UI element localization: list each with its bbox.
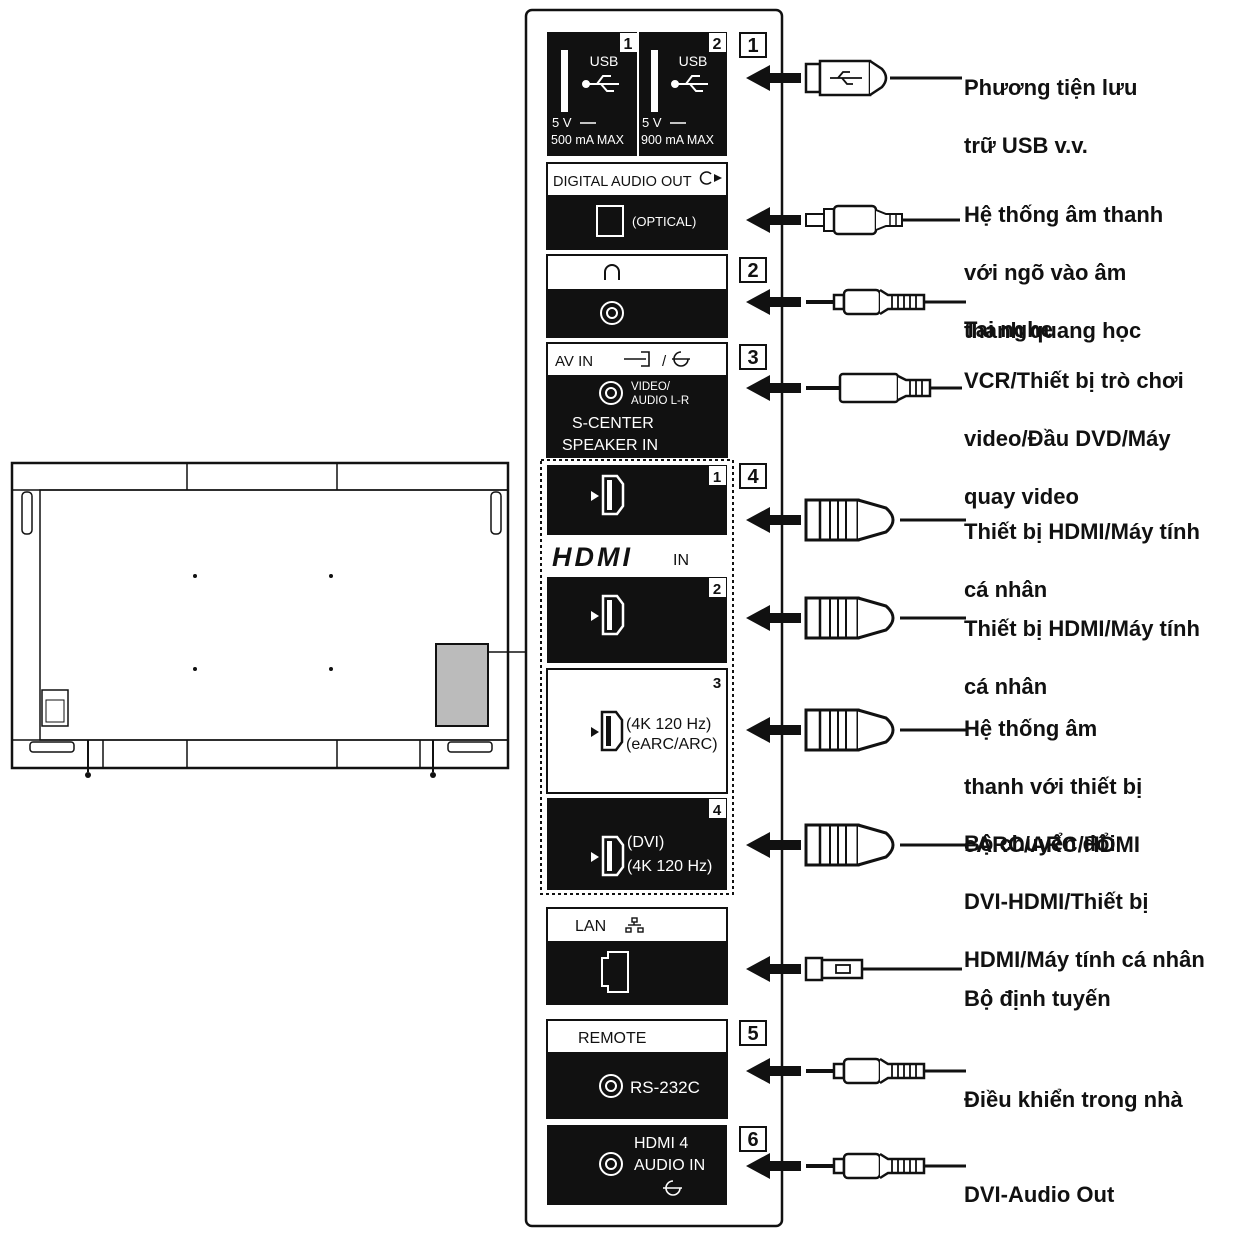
speaker-in-label: SPEAKER IN [562,437,658,454]
hdmi4-number: 4 [713,802,722,819]
svg-text:/: / [662,353,667,370]
callout-1: 1 [739,32,767,58]
optical-label: (OPTICAL) [632,214,696,229]
hdmi4-spec1: (DVI) [627,834,664,851]
network-icon [625,917,644,933]
callout-4: 4 [739,463,767,489]
usb1-number: 1 [624,36,633,53]
hdmi-port-4: 4 (DVI) (4K 120 Hz) [547,798,727,890]
label-usb-storage: Phương tiện lưu trữ USB v.v. [964,75,1138,158]
hdmi4-audio-line2: AUDIO IN [634,1157,705,1174]
headphone-port [546,254,728,338]
hdmi1-number: 1 [713,469,721,486]
optical-plug-icon [805,204,960,236]
usb1-label: USB [590,53,619,69]
headphone-plug-icon [804,288,968,316]
av-plug-icon [806,372,962,404]
callouts: 1 2 3 4 5 6 [739,32,767,1152]
usb1-voltage: 5 V [552,115,572,130]
tv-rear-view [10,461,526,778]
hdmi-group: 1 HDMI IN 2 3 (4K 120 Hz) (eARC/ARC) [540,459,734,895]
hdmi-plug-icon [804,596,968,640]
av-video-label: VIDEO/ [631,381,671,393]
av-in-port: AV IN / VIDEO/ AUDIO L-R S-CENTER SPEAKE… [546,342,728,458]
remote-plug-icon [804,1057,968,1085]
input-icon [663,1180,682,1196]
svg-text:6: 6 [747,1129,758,1151]
remote-header: REMOTE [578,1030,646,1047]
hdmi-port-3: 3 (4K 120 Hz) (eARC/ARC) [546,668,728,794]
svg-text:1: 1 [747,35,758,57]
hdmi-in-label: IN [673,552,689,569]
hdmi-logo: HDMI [552,542,633,572]
digital-audio-header: DIGITAL AUDIO OUT [553,174,692,190]
callout-6: 6 [739,1126,767,1152]
callout-5: 5 [739,1020,767,1046]
hdmi-plug-icon [804,708,968,752]
callout-2: 2 [739,257,767,283]
hdmi-plug-icon [804,498,968,542]
label-dvi-hdmi-adapter: Bộ chuyển đổi DVI-HDMI/Thiết bị HDMI/Máy… [964,831,1205,972]
usb2-current: 900 mA MAX [641,133,715,147]
usb2-label: USB [679,53,708,69]
input-icon: / [624,351,690,370]
hdmi-plug-icon [804,823,968,867]
hdmi-port-1: 1 [547,465,727,535]
usb-icon [582,75,708,92]
callout-3: 3 [739,344,767,370]
usb2-number: 2 [713,36,722,53]
label-router: Bộ định tuyến [964,986,1111,1011]
hdmi-port-2: 2 [547,577,727,663]
hdmi4-audio-in-port: HDMI 4 AUDIO IN [547,1125,727,1205]
remote-port: REMOTE RS-232C [546,1019,728,1119]
svg-text:4: 4 [747,466,759,488]
lan-plug-icon [804,956,962,982]
terminal-panel: 1 2 USB USB 5 V 5 V 500 mA MAX 900 mA MA… [524,8,784,1228]
av-audio-label: AUDIO L-R [631,395,689,407]
label-hdmi-device-2: Thiết bị HDMI/Máy tính cá nhân [964,616,1200,699]
label-earc-audio-system: Hệ thống âm thanh với thiết bị eARC/ARC/… [964,716,1143,857]
svg-text:2: 2 [747,260,758,282]
lan-port: LAN [546,907,728,1005]
s-center-label: S-CENTER [572,415,654,432]
audio-plug-icon [804,1152,968,1180]
svg-text:3: 3 [747,347,758,369]
label-headphones: Tai nghe [964,317,1053,342]
av-in-header: AV IN [555,353,593,370]
output-arrow-icon [699,171,722,185]
lan-header: LAN [575,918,606,935]
usb1-current: 500 mA MAX [551,133,625,147]
hdmi3-spec2: (eARC/ARC) [626,736,718,753]
usb-ports: 1 2 USB USB 5 V 5 V 500 mA MAX 900 mA MA… [547,32,727,156]
hdmi3-number: 3 [713,675,721,692]
cables [804,59,968,1180]
label-optical-audio-system: Hệ thống âm thanh với ngõ vào âm thanh q… [964,202,1164,343]
hdmi4-spec2: (4K 120 Hz) [627,858,712,875]
label-hdmi-device-1: Thiết bị HDMI/Máy tính cá nhân [964,519,1200,602]
svg-text:5: 5 [747,1023,758,1045]
usb2-voltage: 5 V [642,115,662,130]
digital-audio-out-port: DIGITAL AUDIO OUT (OPTICAL) [546,162,728,250]
label-dvi-audio-out: DVI-Audio Out [964,1182,1115,1207]
hdmi2-number: 2 [713,581,721,598]
label-home-control: Điều khiển trong nhà [964,1087,1183,1112]
hdmi3-spec1: (4K 120 Hz) [626,716,711,733]
label-av-devices: VCR/Thiết bị trò chơi video/Đầu DVD/Máy … [964,368,1184,509]
headphone-icon [604,264,620,280]
usb-plug-icon [804,59,962,97]
hdmi4-audio-line1: HDMI 4 [634,1135,688,1152]
rs232c-label: RS-232C [630,1078,700,1097]
